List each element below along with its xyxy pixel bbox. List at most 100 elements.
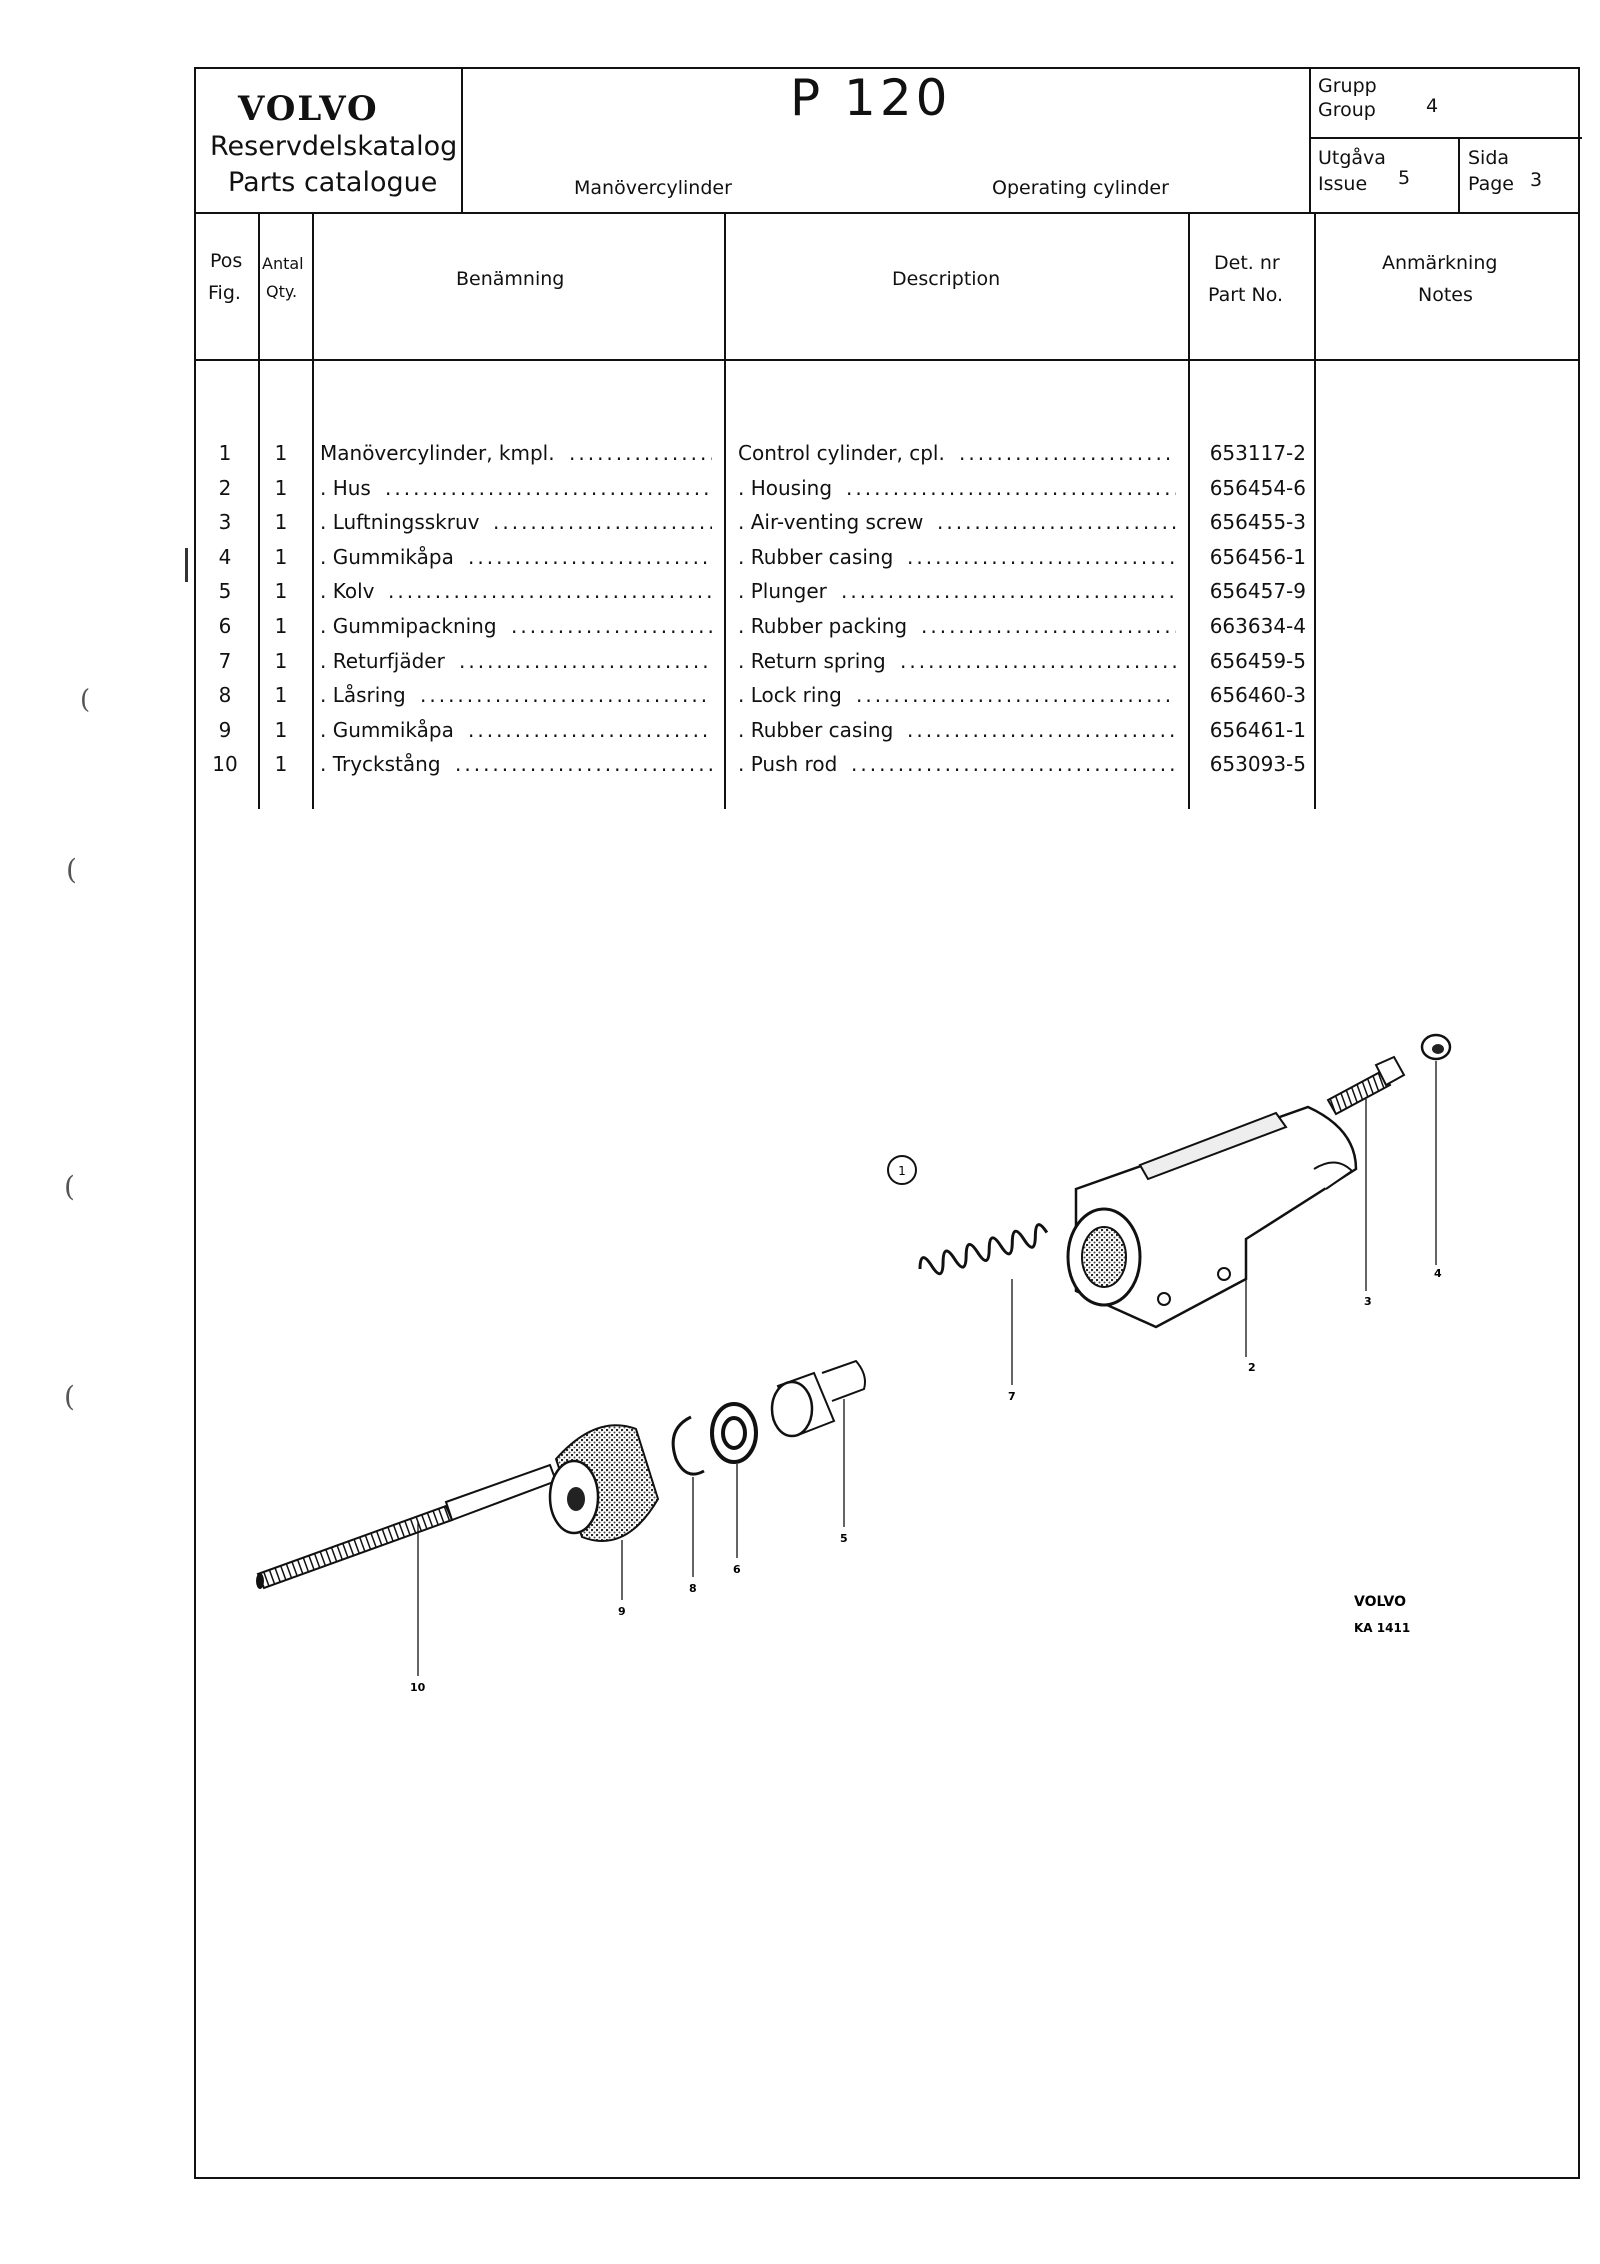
qty-cell: 1 xyxy=(274,441,288,465)
qty-cell: 1 xyxy=(274,579,288,604)
partno-cell: 656460-3 xyxy=(1209,683,1306,708)
exploded-view-diagram: 1 xyxy=(256,1033,1452,1694)
col-notes-en: Notes xyxy=(1418,284,1473,306)
dot-leader: ........................................… xyxy=(455,752,712,777)
pos-cell: 7 xyxy=(218,648,232,673)
issue-value: 5 xyxy=(1398,167,1411,189)
dot-leader: ........................................… xyxy=(493,510,712,535)
partno-cell: 656461-1 xyxy=(1209,717,1306,742)
dot-leader: ........................................… xyxy=(959,441,1176,465)
col-qty-en: Qty. xyxy=(266,282,298,301)
partno-cell: 656457-9 xyxy=(1209,579,1306,604)
group-label-en: Group xyxy=(1318,99,1376,121)
dot-leader: ........................................… xyxy=(459,648,712,673)
col-partno-en: Part No. xyxy=(1208,284,1284,306)
description-cell: . Rubber casing xyxy=(738,717,894,742)
page-label-en: Page xyxy=(1468,173,1514,195)
svg-text:1: 1 xyxy=(898,1164,906,1178)
description-cell: . Plunger xyxy=(738,579,827,604)
dot-leader: ........................................… xyxy=(388,579,712,604)
col-notes-sv: Anmärkning xyxy=(1382,252,1498,274)
partno-cell: 653117-2 xyxy=(1209,441,1306,465)
dot-leader: ........................................… xyxy=(846,475,1176,500)
scan-artifact: ( xyxy=(80,685,91,715)
qty-cell: 1 xyxy=(274,717,288,742)
col-name-sv: Benämning xyxy=(456,268,565,290)
name-cell: . Luftningsskruv xyxy=(320,510,480,535)
callout-9: 9 xyxy=(618,1605,626,1618)
col-pos-sv: Pos xyxy=(210,250,243,272)
name-cell: . Låsring xyxy=(320,683,406,708)
description-cell: . Rubber packing xyxy=(738,614,908,638)
pos-cell: 8 xyxy=(218,683,232,708)
dot-leader: ........................................… xyxy=(937,510,1176,535)
section-title-en: Operating cylinder xyxy=(992,177,1169,199)
name-cell: . Kolv xyxy=(320,579,375,604)
dot-leader: ........................................… xyxy=(468,544,712,569)
qty-cell: 1 xyxy=(274,544,288,569)
pos-cell: 2 xyxy=(218,475,232,500)
callout-8: 8 xyxy=(689,1582,697,1595)
name-cell: . Gummikåpa xyxy=(320,717,454,742)
callout-7: 7 xyxy=(1008,1390,1016,1403)
callout-5: 5 xyxy=(840,1532,848,1545)
col-qty-sv: Antal xyxy=(262,254,304,273)
dot-leader: ........................................… xyxy=(468,717,712,742)
partno-cell: 656454-6 xyxy=(1209,475,1306,500)
dot-leader: ........................................… xyxy=(511,614,712,638)
qty-cell: 1 xyxy=(274,614,288,638)
page-value: 3 xyxy=(1530,169,1543,191)
scan-artifact: ( xyxy=(64,1170,75,1203)
col-description: Description xyxy=(892,268,1001,290)
name-cell: . Tryckstång xyxy=(320,752,441,777)
partno-cell: 663634-4 xyxy=(1209,614,1306,638)
partno-cell: 656459-5 xyxy=(1209,648,1306,673)
name-cell: . Hus xyxy=(320,475,371,500)
name-cell: . Gummikåpa xyxy=(320,544,454,569)
qty-cell: 1 xyxy=(274,510,288,535)
page-header: VOLVO Reservdelskatalog Parts catalogue … xyxy=(196,69,1582,214)
col-partno-sv: Det. nr xyxy=(1214,252,1280,274)
pos-cell: 9 xyxy=(218,717,232,742)
push-rod-part xyxy=(256,1463,558,1676)
scan-artifact xyxy=(185,548,188,582)
group-label-sv: Grupp xyxy=(1318,75,1377,97)
diagram-stamp-brand: VOLVO xyxy=(1354,1594,1406,1610)
section-title-sv: Manövercylinder xyxy=(574,177,732,199)
pos-cell: 4 xyxy=(218,544,232,569)
dot-leader: ........................................… xyxy=(569,441,712,465)
qty-cell: 1 xyxy=(274,475,288,500)
table-row: 2 1 . Hus . Housing 656454-6................… xyxy=(196,476,1578,510)
parts-table-header: Pos Fig. Antal Qty. Benämning Descriptio… xyxy=(196,212,1578,361)
lock-ring-part xyxy=(671,1415,705,1577)
page-label-sv: Sida xyxy=(1468,147,1510,169)
qty-cell: 1 xyxy=(274,752,288,777)
description-cell: . Push rod xyxy=(738,752,838,777)
col-pos-en: Fig. xyxy=(208,282,241,304)
scan-artifact: ( xyxy=(64,1380,75,1413)
rubber-boot-part xyxy=(548,1424,660,1600)
dot-leader: ........................................… xyxy=(900,648,1176,673)
pos-cell: 10 xyxy=(212,752,238,777)
description-cell: Control cylinder, cpl. xyxy=(738,441,945,465)
brand-logo: VOLVO xyxy=(238,89,379,129)
callout-4: 4 xyxy=(1434,1267,1442,1280)
description-cell: . Housing xyxy=(738,475,833,500)
air-venting-screw-part xyxy=(1326,1055,1406,1291)
pos-cell: 3 xyxy=(218,510,232,535)
callout-2: 2 xyxy=(1248,1361,1256,1374)
description-cell: . Return spring xyxy=(738,648,886,673)
qty-cell: 1 xyxy=(274,683,288,708)
callout-10: 10 xyxy=(410,1681,426,1694)
dot-leader: ........................................… xyxy=(921,614,1176,638)
dot-leader: ........................................… xyxy=(856,683,1176,708)
dot-leader: ........................................… xyxy=(851,752,1176,777)
